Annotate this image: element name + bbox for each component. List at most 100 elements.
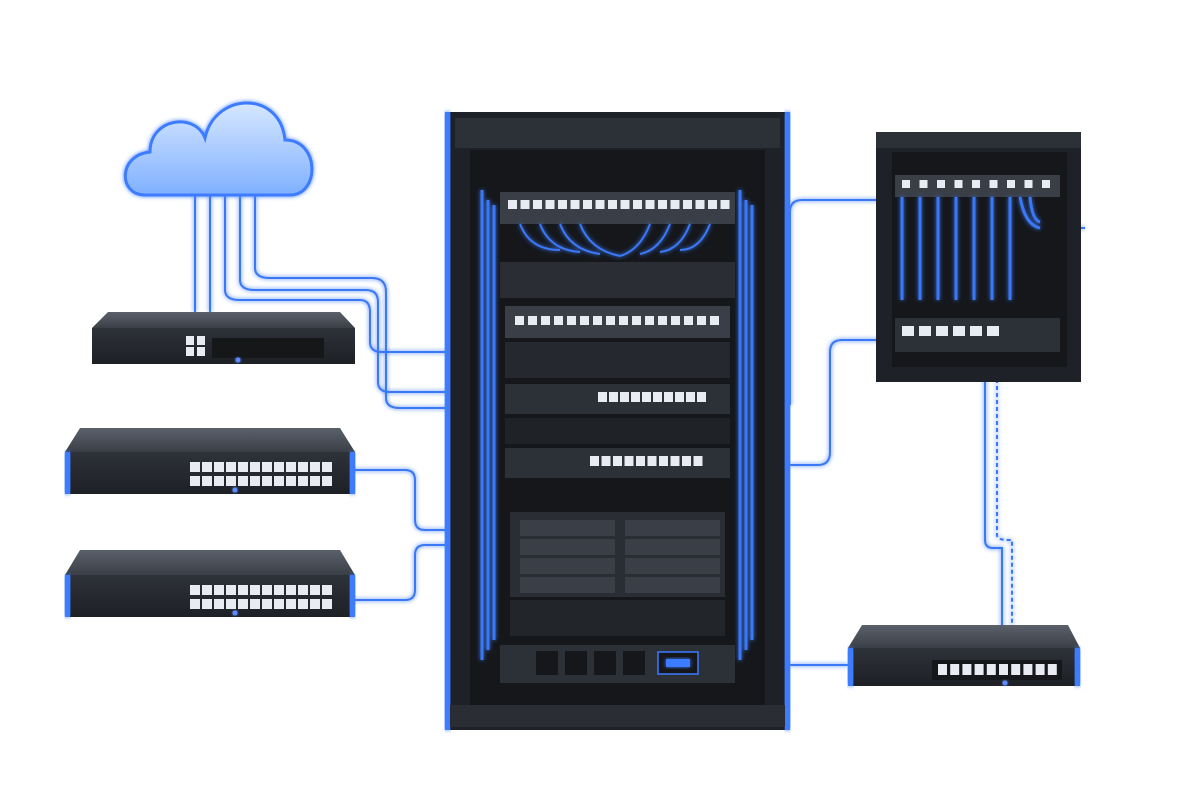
network-port (594, 651, 616, 675)
network-port (647, 456, 657, 466)
network-port (598, 392, 607, 402)
cable-rack-wallcabinet-2 (790, 339, 890, 466)
network-port (250, 585, 260, 595)
network-port (684, 316, 693, 325)
network-port (938, 664, 947, 675)
network-port (250, 599, 260, 609)
network-switch-icon (848, 625, 1080, 686)
network-switch-icon (505, 384, 730, 414)
network-port (190, 476, 200, 486)
network-port (1042, 180, 1050, 188)
network-port (286, 476, 296, 486)
network-port (238, 462, 248, 472)
network-port (619, 316, 628, 325)
network-port (214, 476, 224, 486)
network-port (645, 316, 654, 325)
switch-port-block (902, 326, 999, 336)
network-port (1023, 664, 1033, 675)
switch-port-block (190, 585, 332, 609)
switch-port-block (190, 462, 332, 486)
network-port (950, 664, 960, 675)
patch-panel-icon (500, 192, 735, 257)
network-port (664, 392, 673, 402)
network-port (625, 577, 720, 593)
blank-panel (500, 262, 735, 298)
network-port (633, 200, 642, 209)
network-port (1035, 664, 1045, 675)
network-port (570, 200, 580, 209)
network-port (190, 462, 200, 472)
cable-cloud-rack-2 (239, 195, 505, 393)
network-port (238, 585, 248, 595)
storage-array-icon (510, 512, 725, 597)
network-port (214, 599, 224, 609)
switch-port-block (590, 456, 703, 466)
network-port (226, 599, 236, 609)
network-port (606, 316, 615, 325)
cable-cloud-rack-3 (254, 195, 520, 409)
network-port (567, 316, 576, 325)
network-port (671, 316, 680, 325)
network-port (645, 200, 655, 209)
network-port (310, 599, 320, 609)
network-port (520, 558, 615, 574)
network-port (1024, 180, 1033, 188)
network-port (631, 392, 640, 402)
network-switch-icon (65, 550, 355, 617)
network-port (520, 200, 530, 209)
network-port (632, 316, 641, 325)
cabinet-cable-bundle (900, 196, 1041, 300)
wall-mount-cabinet-icon (876, 132, 1081, 382)
network-port (250, 462, 260, 472)
network-port (974, 664, 984, 675)
network-port (693, 456, 703, 466)
network-port (226, 585, 236, 595)
network-port (902, 326, 914, 336)
cable-wallcabinet-switch3-1 (984, 365, 1003, 630)
cable-rack-wallcabinet-1 (789, 199, 890, 405)
network-port (601, 456, 611, 466)
network-port (286, 462, 296, 472)
network-port (520, 577, 615, 593)
network-port (686, 392, 695, 402)
network-port (541, 316, 550, 325)
network-port (274, 476, 284, 486)
network-port (298, 476, 308, 486)
network-port (565, 651, 587, 675)
network-port (583, 200, 592, 209)
power-strip-icon (500, 645, 735, 683)
cable-switch1-rack (345, 469, 488, 531)
network-port (658, 200, 667, 209)
network-port (528, 316, 537, 325)
network-port (986, 664, 996, 675)
network-port (937, 180, 945, 188)
network-port (520, 520, 615, 536)
network-port (625, 558, 720, 574)
network-port (659, 456, 668, 466)
network-port (625, 539, 720, 555)
patch-panel-port-block (515, 316, 719, 325)
network-port (298, 462, 308, 472)
cable-wallcabinet-switch3-2 (996, 365, 1013, 630)
blank-panel (505, 418, 730, 444)
network-port (558, 200, 567, 209)
network-port (670, 456, 680, 466)
network-port (970, 326, 982, 336)
network-port (190, 585, 200, 595)
network-port (274, 585, 284, 595)
network-port (310, 476, 320, 486)
network-port (675, 392, 684, 402)
network-port (310, 585, 320, 595)
network-port (262, 599, 272, 609)
network-port (697, 316, 706, 325)
network-port (1007, 180, 1015, 188)
network-port (1047, 664, 1057, 675)
network-port (683, 200, 692, 209)
patch-panel-port-block (902, 180, 1050, 188)
network-port (1011, 664, 1021, 675)
network-port (623, 651, 645, 675)
network-port (902, 180, 910, 188)
network-port (238, 476, 248, 486)
network-port (989, 180, 998, 188)
